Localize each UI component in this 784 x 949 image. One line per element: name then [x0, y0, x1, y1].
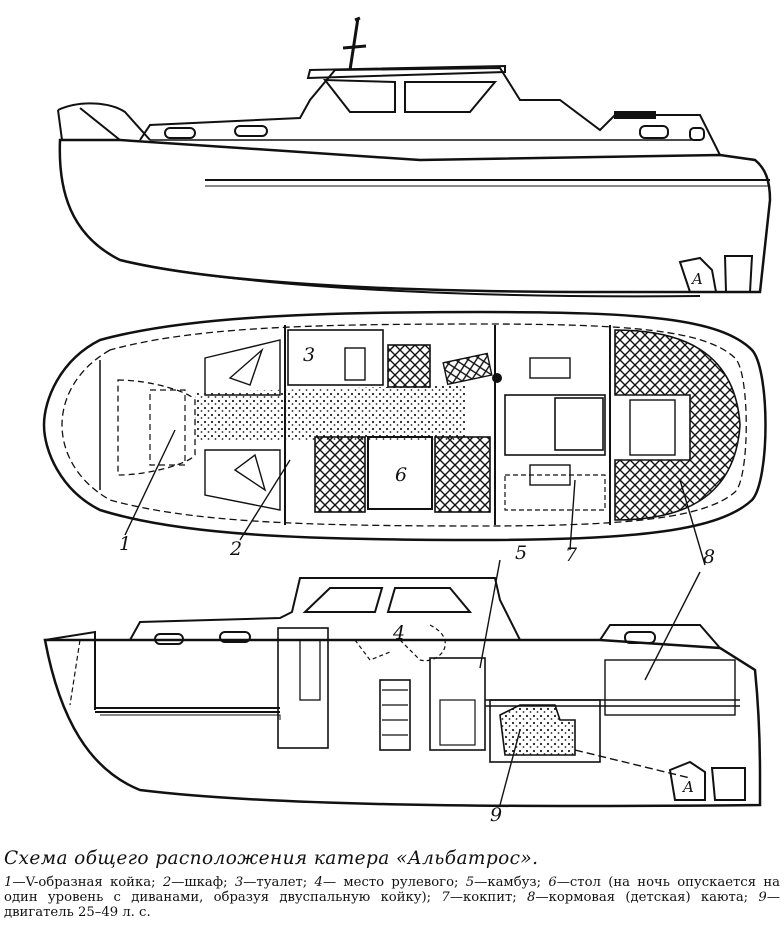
legend-item: 9— двигатель 25–49 л. с.: [4, 890, 780, 920]
legend-item: 7—кокпит;: [441, 890, 528, 905]
legend-item: 5—камбуз;: [465, 875, 549, 890]
callout-2: 2: [230, 538, 243, 560]
callout-8: 8: [703, 546, 716, 568]
callout-9: 9: [490, 804, 503, 826]
legend-item: 4— место рулевого;: [314, 875, 466, 890]
figure-caption: Схема общего расположения катера «Альбат…: [4, 848, 780, 920]
side-cutaway-view: A: [43, 577, 762, 808]
caption-legend: 1—V-образная койка; 2—шкаф; 3—туалет; 4—…: [4, 875, 780, 920]
callout-6: 6: [395, 464, 408, 486]
legend-item: 6—стол (на ночь опускается на один урове…: [4, 875, 780, 905]
legend-item: 8—кормовая (детская) каюта;: [527, 890, 759, 905]
plan-view: [42, 310, 767, 542]
caption-title: Схема общего расположения катера «Альбат…: [4, 848, 539, 869]
callout-7: 7: [565, 544, 578, 566]
callout-5: 5: [515, 542, 528, 564]
leader-lines: [124, 429, 706, 806]
callout-1: 1: [119, 533, 132, 555]
callout-4: 4: [393, 622, 406, 644]
side-exterior-view: A: [57, 16, 772, 298]
svg-text:A: A: [681, 778, 694, 796]
svg-text:A: A: [690, 270, 703, 288]
legend-item: 1—V-образная койка;: [4, 875, 163, 890]
legend-item: 3—туалет;: [234, 875, 315, 890]
boat-layout-diagram: A: [42, 16, 772, 808]
legend-item: 2—шкаф;: [162, 875, 235, 890]
callout-3: 3: [303, 344, 316, 366]
